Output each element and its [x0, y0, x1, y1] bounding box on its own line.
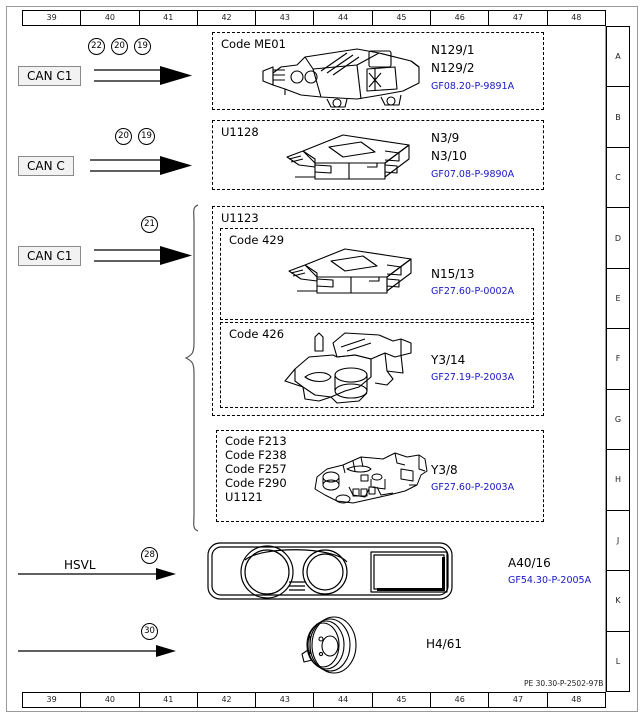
row-letter: A: [607, 26, 629, 88]
part-id: N3/10: [431, 149, 467, 163]
signal-arrow: [94, 66, 198, 88]
signal-row-can-c1-a: CAN C1: [18, 60, 198, 90]
ruler-cell: 46: [431, 11, 490, 25]
signal-arrow: [18, 643, 178, 659]
speaker-buzzer-icon: [300, 614, 366, 676]
code-label: U1128: [221, 125, 259, 139]
valve-body-plate-icon: [309, 451, 439, 509]
code-label: Code F257: [225, 462, 287, 476]
signal-label-can-c: CAN C: [18, 156, 74, 176]
signal-row-can-c1-b: CAN C1: [18, 240, 198, 270]
code-label: Code F290: [225, 476, 287, 490]
row-letter-ruler: A B C D E F G H J K L: [606, 26, 630, 692]
ruler-cell: 41: [140, 11, 198, 25]
row-letter: L: [607, 632, 629, 692]
part-id: Y3/14: [431, 353, 466, 367]
signal-label-hsvl: HSVL: [64, 558, 96, 572]
doc-reference-link[interactable]: GF27.60-P-0002A: [431, 286, 515, 297]
ruler-cell: 41: [140, 693, 198, 707]
code-label: Code F238: [225, 448, 287, 462]
signal-arrow: [18, 566, 178, 582]
valve-body-assembly-icon: [275, 329, 425, 405]
code-label: Code 426: [229, 327, 285, 341]
control-unit-box-icon: [283, 247, 423, 309]
row-letter: H: [607, 450, 629, 511]
signal-label-can-c1: CAN C1: [18, 66, 82, 86]
code-label: U1123: [221, 211, 259, 225]
callout-22: 22: [88, 38, 105, 55]
control-unit-box-icon: [281, 133, 421, 189]
code-label: U1121: [225, 490, 263, 504]
ruler-cell: 43: [256, 693, 315, 707]
code-label: Code F213: [225, 434, 287, 448]
row-letter: C: [607, 148, 629, 209]
row-letter: E: [607, 269, 629, 330]
part-id: N129/1: [431, 43, 475, 57]
sheet-footer-reference: PE 30.30-P-2502-97B: [524, 679, 604, 688]
instrument-cluster-icon: [205, 540, 455, 602]
ruler-cell: 43: [256, 11, 315, 25]
sheet-inner-border: [22, 26, 606, 692]
ruler-cell: 44: [314, 693, 373, 707]
ruler-cell: 40: [81, 693, 140, 707]
part-id: N129/2: [431, 61, 475, 75]
ruler-cell: 39: [22, 693, 82, 707]
row-letter: K: [607, 571, 629, 632]
ruler-cell: 39: [22, 11, 82, 25]
ruler-cell: 40: [81, 11, 140, 25]
component-box-y3-14: Code 426: [220, 322, 534, 408]
signal-row-can-c: CAN C: [18, 150, 198, 180]
callout-20: 20: [111, 38, 128, 55]
row-letter: D: [607, 208, 629, 269]
doc-reference-link[interactable]: GF27.60-P-2003A: [431, 482, 515, 493]
row-letter: J: [607, 511, 629, 572]
ruler-cell: 45: [373, 693, 432, 707]
signal-label-can-c1: CAN C1: [18, 246, 82, 266]
sheet-frame: [6, 6, 638, 712]
ruler-cell: 44: [314, 11, 373, 25]
component-box-n129: Code ME01: [212, 32, 544, 110]
signal-arrow: [90, 156, 198, 178]
row-letter: G: [607, 390, 629, 451]
component-box-n15-13: Code 429 N15/13 GF: [220, 228, 534, 320]
doc-reference-link[interactable]: GF54.30-P-2005A: [508, 575, 592, 586]
part-id: A40/16: [508, 556, 551, 570]
part-id: N15/13: [431, 267, 475, 281]
bottom-column-ruler: 39 40 41 42 43 44 45 46 47 48: [22, 692, 606, 708]
engine-control-module-icon: [261, 43, 431, 109]
signal-arrow: [94, 246, 198, 268]
component-box-y3-8: Code F213 Code F238 Code F257 Code F290 …: [216, 430, 544, 522]
ruler-cell: 45: [373, 11, 432, 25]
doc-reference-link[interactable]: GF07.08-P-9890A: [431, 169, 515, 180]
ruler-cell: 48: [548, 693, 606, 707]
doc-reference-link[interactable]: GF08.20-P-9891A: [431, 81, 515, 92]
callout-19: 19: [138, 128, 155, 145]
callout-30: 30: [141, 623, 158, 640]
code-label: Code 429: [229, 233, 285, 247]
part-id: H4/61: [426, 637, 462, 651]
callout-19: 19: [134, 38, 151, 55]
part-id: Y3/8: [431, 463, 458, 477]
part-id: N3/9: [431, 131, 460, 145]
top-column-ruler: 39 40 41 42 43 44 45 46 47 48: [22, 10, 606, 26]
callout-21: 21: [141, 216, 158, 233]
code-label: Code ME01: [221, 37, 286, 51]
ruler-cell: 47: [489, 11, 548, 25]
ruler-cell: 46: [431, 693, 490, 707]
callout-28: 28: [141, 547, 158, 564]
component-box-n3: U1128 N3/9 N3/10: [212, 120, 544, 190]
ruler-cell: 48: [548, 11, 606, 25]
row-letter: F: [607, 329, 629, 390]
group-bracket: [182, 203, 202, 533]
ruler-cell: 47: [489, 693, 548, 707]
ruler-cell: 42: [198, 11, 257, 25]
row-letter: B: [607, 87, 629, 148]
ruler-cell: 42: [198, 693, 257, 707]
doc-reference-link[interactable]: GF27.19-P-2003A: [431, 372, 515, 383]
callout-20: 20: [115, 128, 132, 145]
